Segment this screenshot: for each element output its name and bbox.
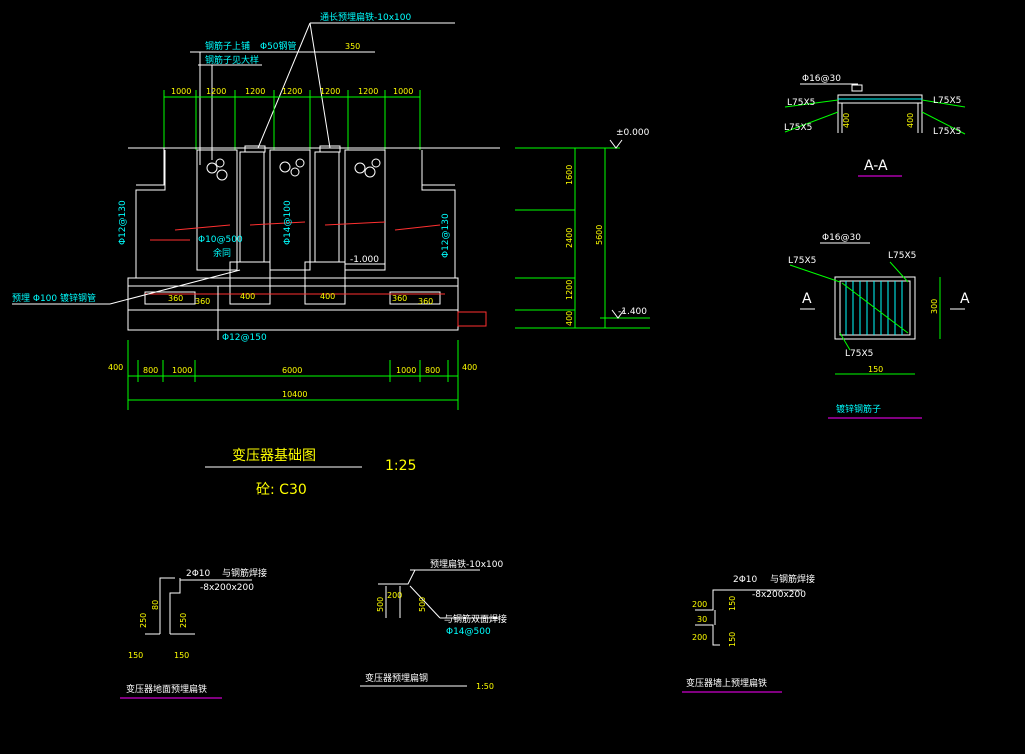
d3-dim-5: 150 xyxy=(728,632,737,647)
top-dim-5: 1200 xyxy=(320,87,340,96)
base-dim-1: 360 xyxy=(168,294,183,303)
bottom-dim-6: 800 xyxy=(425,366,440,375)
main-scale: 1:25 xyxy=(385,458,416,474)
d3-plate: -8x200x200 xyxy=(752,590,806,600)
detail-1-drawing: 2Φ10 与钢筋焊接 -8x200x200 80 250 250 150 150… xyxy=(120,567,267,699)
top-dim-6: 1200 xyxy=(358,87,378,96)
bar-right-label: Φ12@130 xyxy=(441,213,451,258)
right-dim-2: 2400 xyxy=(565,228,574,248)
elev-mid-label: -1.000 xyxy=(350,255,379,265)
plan-label-2: L75X5 xyxy=(888,251,916,261)
d2-dim-2: 500 xyxy=(376,597,385,612)
callout-rail1: 钢筋子上铺 xyxy=(205,40,250,52)
d2-bar: Φ14@500 xyxy=(446,627,491,637)
bottom-dim-5: 1000 xyxy=(396,366,416,375)
base-dim-4: 400 xyxy=(320,292,335,301)
aa-label-2: L75X5 xyxy=(784,123,812,133)
top-dim-7: 1000 xyxy=(393,87,413,96)
d1-weld: 与钢筋焊接 xyxy=(222,567,267,579)
top-dim-2: 1200 xyxy=(206,87,226,96)
d3-dim-1: 200 xyxy=(692,600,707,609)
bottom-dim-7: 400 xyxy=(462,363,477,372)
right-dim-3: 1200 xyxy=(565,280,574,300)
callout-steel: 通长预埋扁铁-10x100 xyxy=(320,11,411,23)
d2-scale: 1:50 xyxy=(476,682,494,691)
d3-dim-2: 150 xyxy=(728,596,737,611)
aa-label-3: L75X5 xyxy=(933,96,961,106)
detail-3-drawing: 2Φ10 与钢筋焊接 -8x200x200 200 150 30 200 150… xyxy=(682,573,815,693)
bottom-dim-2: 800 xyxy=(143,366,158,375)
d1-dim-v2: 250 xyxy=(139,613,148,628)
d1-dim-v1: 80 xyxy=(151,600,160,610)
right-dim-1: 1600 xyxy=(565,165,574,185)
plan-view-drawing: Φ16@30 L75X5 L75X5 L75X5 A A 150 300 镀锌钢 xyxy=(788,233,970,419)
top-dim-1: 1000 xyxy=(171,87,191,96)
base-dim-6: 360 xyxy=(418,297,433,306)
callout-350: 350 xyxy=(345,42,360,51)
main-foundation-drawing: 通长预埋扁铁-10x100 钢筋子上铺 Φ50钢管 350 钢筋子见大样 100… xyxy=(12,11,650,498)
plan-dim-h: 300 xyxy=(930,299,939,314)
bottom-dim-1: 400 xyxy=(108,363,123,372)
aa-dim-1: 400 xyxy=(842,113,851,128)
section-aa-drawing: Φ16@30 400 400 L75X5 L75X5 L75X5 L75X5 A… xyxy=(784,74,966,177)
d2-top-note: 预埋扁铁-10x100 xyxy=(430,558,503,570)
d3-weld: 与钢筋焊接 xyxy=(770,573,815,585)
callout-rail2: 钢筋子见大样 xyxy=(205,54,259,66)
left-note: 预埋 Φ100 镀锌钢管 xyxy=(12,292,96,304)
bar-left-label: Φ12@130 xyxy=(118,200,128,245)
aa-title: A-A xyxy=(864,158,888,174)
elev-bot-label: -1.400 xyxy=(618,307,647,317)
d3-dim-3: 30 xyxy=(697,615,707,624)
total-width: 10400 xyxy=(282,390,307,399)
elev-top-label: ±0.000 xyxy=(616,128,650,138)
base-dim-5: 360 xyxy=(392,294,407,303)
bottom-dim-4: 6000 xyxy=(282,366,302,375)
base-dim-3: 400 xyxy=(240,292,255,301)
aa-label-1: L75X5 xyxy=(787,98,815,108)
plan-label-1: L75X5 xyxy=(788,256,816,266)
aa-bar: Φ16@30 xyxy=(802,74,841,84)
concrete-grade: 砼: C30 xyxy=(256,482,307,498)
d2-dim-1: 200 xyxy=(387,591,402,600)
plan-cut-left: A xyxy=(802,291,812,307)
bar-mid1-label: Φ14@100 xyxy=(283,200,293,245)
top-dim-4: 1200 xyxy=(282,87,302,96)
d3-dim-4: 200 xyxy=(692,633,707,642)
d1-title: 变压器地面预埋扁铁 xyxy=(126,683,207,695)
d3-bar: 2Φ10 xyxy=(733,575,758,585)
d2-title: 变压器预埋扁钢 xyxy=(365,672,428,684)
d1-bar: 2Φ10 xyxy=(186,569,211,579)
d3-title: 变压器墙上预埋扁铁 xyxy=(686,677,767,689)
d1-dim-h1: 150 xyxy=(128,651,143,660)
plan-bar: Φ16@30 xyxy=(822,233,861,243)
d2-weld: 与钢筋双面焊接 xyxy=(444,613,507,625)
d1-dim-h2: 150 xyxy=(174,651,189,660)
plan-cut-right: A xyxy=(960,291,970,307)
top-dim-3: 1200 xyxy=(245,87,265,96)
plan-label-3: L75X5 xyxy=(845,349,873,359)
bottom-dim-3: 1000 xyxy=(172,366,192,375)
right-dim-4: 400 xyxy=(565,311,574,326)
d1-plate: -8x200x200 xyxy=(200,583,254,593)
right-total: 5600 xyxy=(595,225,604,245)
aa-label-4: L75X5 xyxy=(933,127,961,137)
d2-dim-3: 500 xyxy=(418,597,427,612)
bottom-bar-label: Φ12@150 xyxy=(222,333,267,343)
aa-dim-2: 400 xyxy=(906,113,915,128)
bar-center-label: Φ10@500 xyxy=(198,235,243,245)
base-dim-2: 360 xyxy=(195,297,210,306)
plan-dim-w: 150 xyxy=(868,365,883,374)
gravel-label: 余同 xyxy=(213,247,231,259)
plan-title: 镀锌钢筋子 xyxy=(836,403,881,415)
d1-dim-v3: 250 xyxy=(179,613,188,628)
main-title: 变压器基础图 xyxy=(232,447,316,464)
detail-2-drawing: 预埋扁铁-10x100 200 500 500 与钢筋双面焊接 Φ14@500 … xyxy=(360,558,507,691)
callout-pipe: Φ50钢管 xyxy=(260,40,297,52)
